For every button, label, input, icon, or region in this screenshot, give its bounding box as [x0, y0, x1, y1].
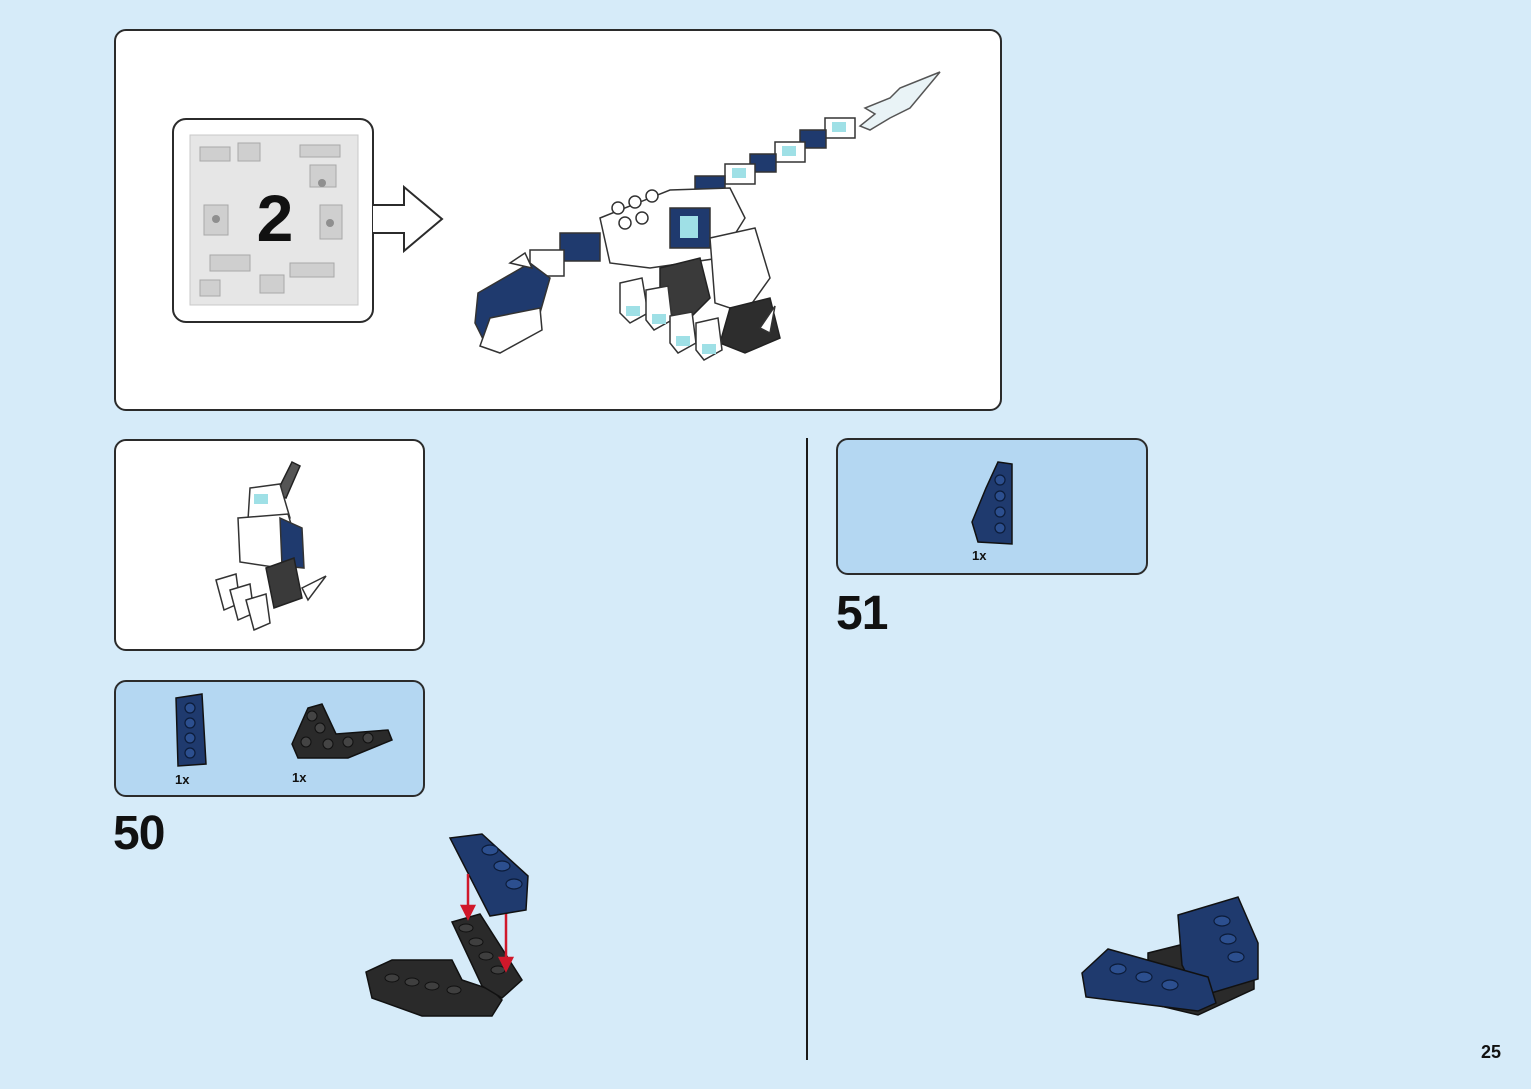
step-number: 51 [836, 590, 887, 638]
step-number: 50 [113, 810, 164, 858]
outline-arrow-icon [372, 185, 444, 253]
dragon-model-illustration [470, 68, 950, 368]
dark-blue-wedge-plate-icon [968, 460, 1016, 550]
subassembly-illustration [210, 458, 330, 638]
part-quantity: 1x [972, 549, 986, 562]
page-number: 25 [1481, 1042, 1501, 1063]
step-divider [806, 438, 808, 1060]
part-quantity: 1x [175, 773, 189, 786]
step-50-assembly-illustration [362, 830, 534, 1026]
bag-number: 2 [245, 185, 305, 251]
step-51-assembly-illustration [1078, 893, 1264, 1023]
dark-blue-wedge-plate-icon [172, 692, 208, 770]
black-angled-plate-icon [288, 700, 394, 762]
part-quantity: 1x [292, 771, 306, 784]
